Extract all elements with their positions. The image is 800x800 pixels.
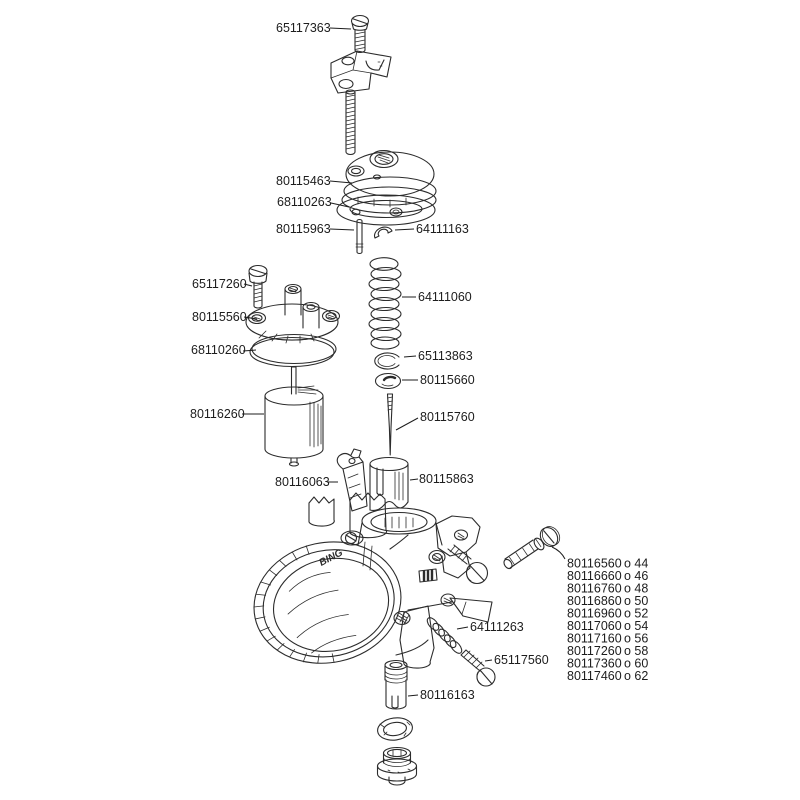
part-label-left-screw: 65117260	[192, 277, 247, 291]
jet-row-part: 80116760	[567, 582, 622, 596]
part-label-main-spring: 64111060	[418, 290, 472, 304]
cover-gasket-drawing	[336, 194, 436, 226]
jet-row-part: 80116660	[567, 569, 622, 583]
jet-row-part: 80116560	[567, 557, 622, 571]
diaphragm-cover-drawing	[245, 283, 341, 344]
jet-row-size: o 44	[624, 557, 648, 571]
leader-lines	[242, 27, 566, 697]
spring-retainer-drawing	[374, 372, 402, 390]
jet-row-size: o 56	[624, 632, 648, 646]
jet-row-size: o 50	[624, 594, 648, 608]
jet-size-table: 80116560 o 44 80116660 o 46 80116760 o 4…	[567, 557, 648, 684]
part-label-idle-spring: 64111263	[470, 620, 524, 634]
part-label-diaphragm-cover: 80115560	[192, 310, 247, 324]
body-screw-drawing	[447, 544, 489, 585]
part-label-slide-sleeve: 80115863	[419, 472, 474, 486]
part-label-spring-retainer: 80115660	[420, 373, 475, 387]
jet-row-size: o 62	[624, 669, 648, 683]
bowl-washer-drawing	[377, 717, 413, 741]
part-label-diaphragm-ring: 68110260	[191, 343, 246, 357]
part-label-needle-clip: 80116063	[275, 475, 330, 489]
part-label-cover-gasket: 68110263	[277, 195, 332, 209]
carburetor-body-drawing: BING	[253, 492, 493, 669]
jet-row-size: o 48	[624, 582, 648, 596]
left-screw-drawing	[248, 264, 268, 309]
needle-drawing	[386, 393, 394, 456]
part-labels: 65117363 80115463 68110263 80115963 6411…	[190, 21, 549, 702]
idle-screw-drawing	[460, 649, 496, 687]
main-spring-drawing	[368, 257, 402, 350]
bracket-drawing	[330, 50, 392, 94]
spring-washer-drawing	[374, 352, 400, 370]
piston-drawing	[264, 366, 324, 467]
pin-clip-drawing	[373, 226, 393, 239]
slide-sleeve-drawing	[369, 456, 409, 511]
part-label-spring-washer: 65113863	[418, 349, 473, 363]
part-label-top-screw: 65117363	[276, 21, 331, 35]
rod-drawing	[345, 89, 356, 156]
jet-row-size: o 46	[624, 569, 648, 583]
jet-row-part: 80117060	[567, 619, 622, 633]
diaphragm-ring-drawing	[249, 333, 337, 368]
jet-row-part: 80116860	[567, 594, 622, 608]
jet-row-size: o 52	[624, 607, 648, 621]
jet-row-part: 80116960	[567, 607, 622, 621]
top-cover-drawing	[341, 149, 437, 214]
jet-row-part: 80117460	[567, 669, 622, 683]
jet-row-part: 80117260	[567, 644, 622, 658]
part-label-top-cover: 80115463	[276, 174, 331, 188]
part-label-needle: 80115760	[420, 410, 475, 424]
jet-holder-drawing	[384, 659, 408, 710]
part-label-pin: 80115963	[276, 222, 331, 236]
part-label-jet-holder: 80116163	[420, 688, 475, 702]
idle-spring-drawing	[426, 617, 463, 654]
jet-row-size: o 58	[624, 644, 648, 658]
jet-row-part: 80117160	[567, 632, 622, 646]
needle-clip-drawing	[336, 448, 368, 512]
jet-row-size: o 54	[624, 619, 648, 633]
main-jet-drawing	[503, 526, 561, 570]
bowl-plug-drawing	[376, 746, 418, 786]
part-label-piston: 80116260	[190, 407, 245, 421]
part-label-pin-clip: 64111163	[416, 222, 469, 236]
jet-row-part: 80117360	[567, 657, 622, 671]
jet-row-size: o 60	[624, 657, 648, 671]
part-label-idle-screw: 65117560	[494, 653, 549, 667]
top-screw-drawing	[350, 14, 370, 54]
pin-drawing	[355, 218, 364, 255]
